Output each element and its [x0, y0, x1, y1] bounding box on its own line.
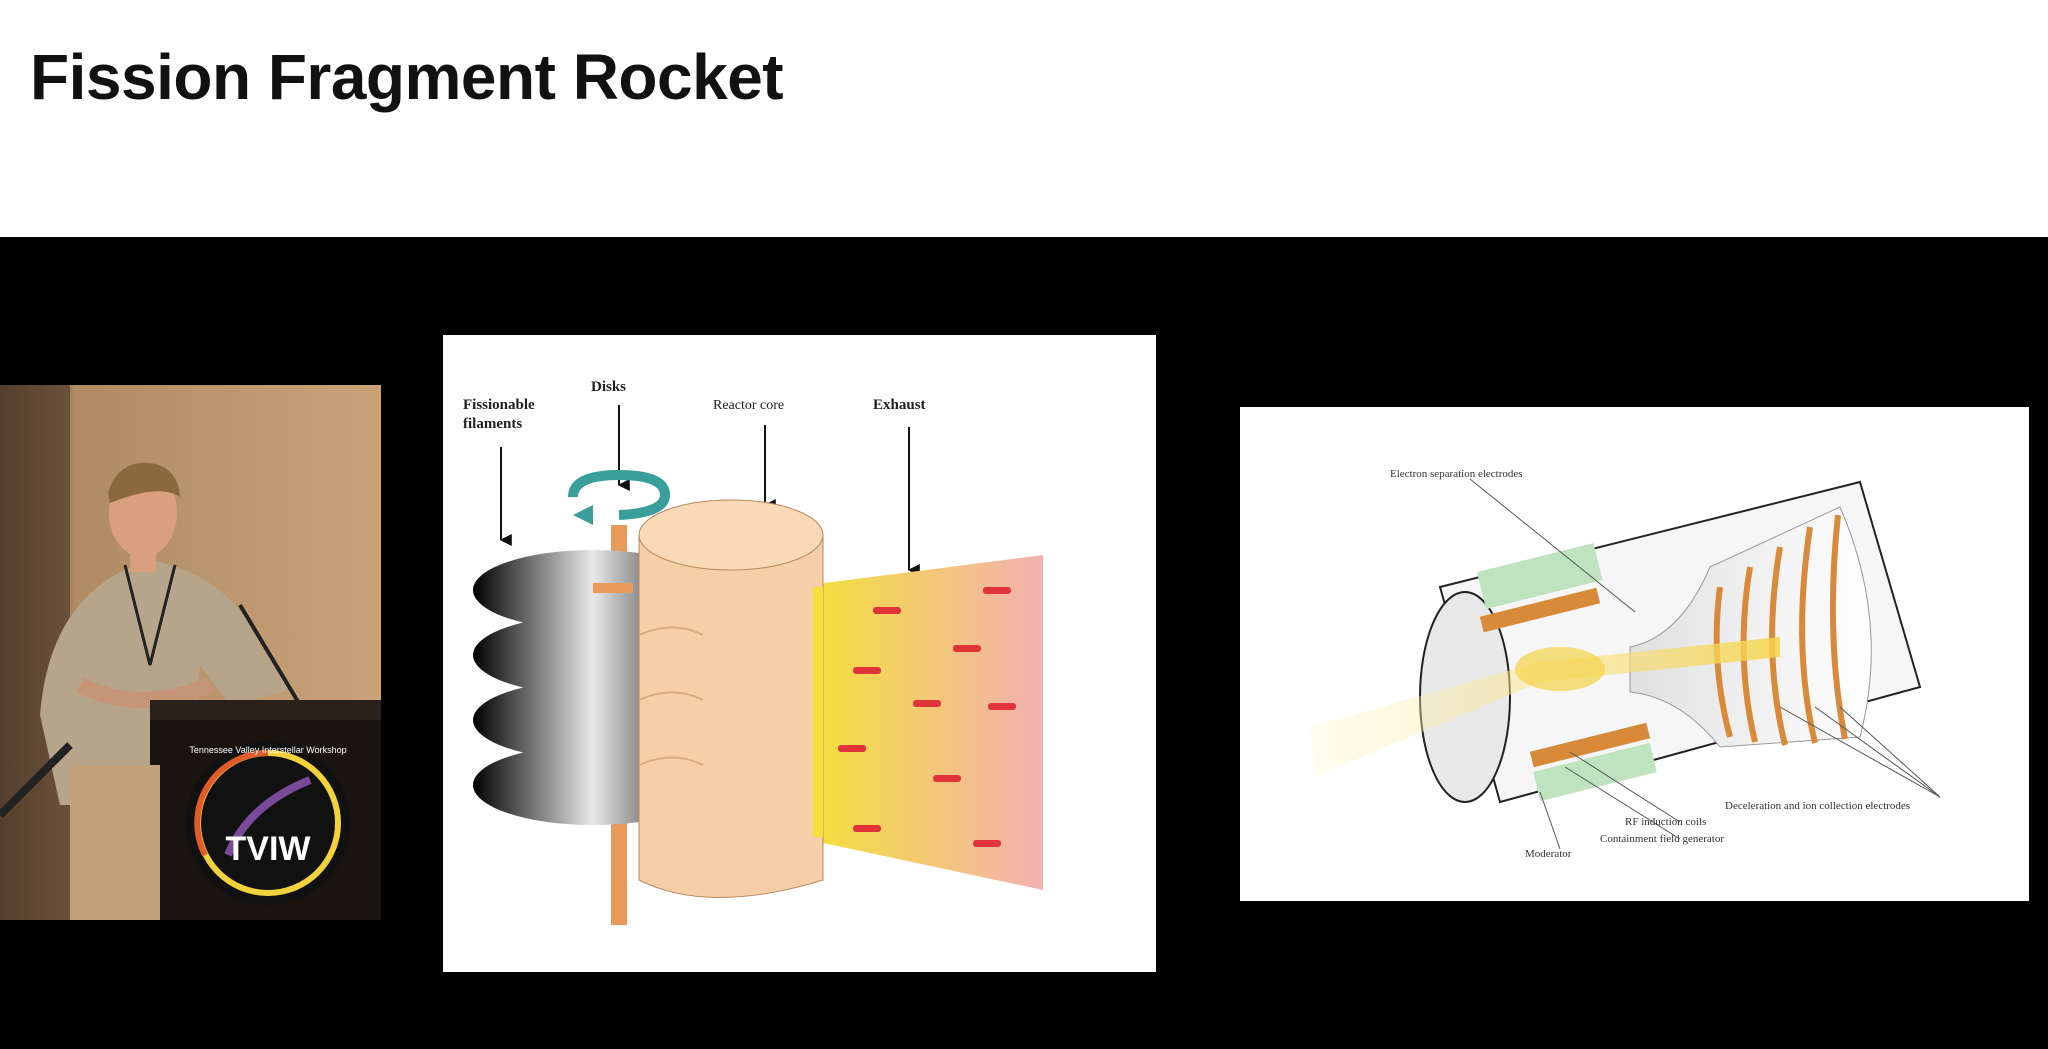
fission-rocket-svg: Fissionable filaments Disks Reactor core…: [463, 379, 1043, 925]
speaker-person: [40, 462, 302, 805]
nozzle-diagram: Electron separation electrodes: [1240, 407, 2029, 901]
tviw-logo: TVIW Tennessee Valley Interstellar Works…: [186, 741, 350, 905]
coil-top: [1479, 587, 1601, 633]
electrode-top: [1476, 543, 1603, 609]
label-exhaust: Exhaust: [873, 397, 926, 413]
label-electron-separation: Electron separation electrodes: [1390, 468, 1523, 480]
speaker-scene: TVIW Tennessee Valley Interstellar Works…: [0, 385, 381, 920]
leader-lines: [1469, 478, 1941, 850]
reactor-core: [638, 499, 824, 898]
tviw-ring-text: Tennessee Valley Interstellar Workshop: [189, 745, 346, 755]
label-fissionable-1: Fissionable: [463, 397, 535, 413]
label-containment: Containment field generator: [1600, 833, 1724, 845]
label-moderator: Moderator: [1525, 848, 1572, 860]
coil-bottom: [1529, 722, 1651, 768]
label-reactor-core: Reactor core: [713, 398, 784, 413]
label-fissionable-2: filaments: [463, 416, 522, 432]
rotation-arrow-icon: [568, 469, 671, 520]
label-rf-coils: RF induction coils: [1625, 816, 1706, 828]
exhaust-particles: [838, 587, 1016, 847]
fission-rocket-diagram: Fissionable filaments Disks Reactor core…: [443, 335, 1156, 972]
speaker-photo: TVIW Tennessee Valley Interstellar Works…: [0, 385, 381, 920]
slide-title: Fission Fragment Rocket: [30, 41, 784, 113]
nozzle-svg: Electron separation electrodes: [1310, 468, 1941, 860]
electrode-bottom: [1533, 742, 1657, 802]
nozzle-horn: [1629, 506, 1872, 748]
exhaust-plume: [809, 555, 1043, 890]
label-disks: Disks: [591, 379, 626, 395]
label-deceleration: Deceleration and ion collection electrod…: [1725, 800, 1910, 812]
tviw-logo-text: TVIW: [226, 830, 312, 868]
